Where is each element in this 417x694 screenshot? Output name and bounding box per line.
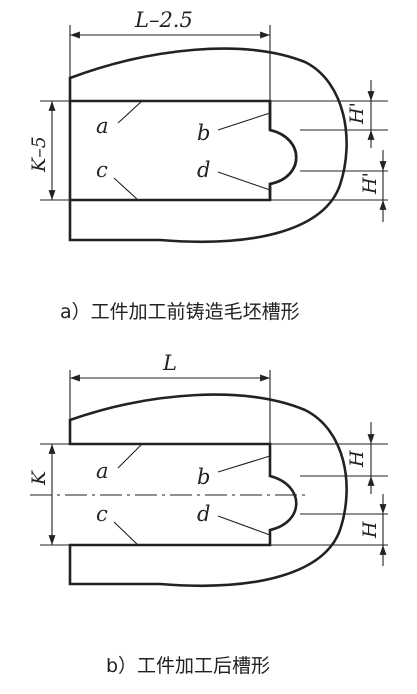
dim-h-lower-label-a: H'	[359, 172, 381, 195]
label-d-b: d	[197, 502, 210, 526]
dim-h-upper-label-a: H'	[346, 102, 368, 125]
label-a-b: a	[96, 459, 109, 483]
label-c-a: c	[96, 158, 108, 182]
caption-b: b）工件加工后槽形	[106, 655, 270, 677]
dim-top-label-b: L	[162, 351, 177, 375]
leader-d-a	[217, 171, 271, 191]
leader-c-b	[113, 521, 139, 546]
figure-a: L–2.5 K–5 H' H' a b c d a）工件加工前铸造毛坯槽形	[28, 8, 388, 323]
label-d-a: d	[197, 158, 210, 182]
leader-b-a	[217, 112, 271, 131]
dim-h-upper-label-b: H	[346, 450, 368, 468]
leader-a-a	[117, 100, 143, 124]
dim-h-lower-label-b: H	[359, 521, 381, 539]
casting-body-a	[68, 47, 348, 244]
label-a-a: a	[96, 114, 109, 138]
label-b-a: b	[197, 121, 210, 145]
label-b-b: b	[197, 465, 210, 489]
leader-b-b	[217, 455, 271, 473]
workpiece-body-b	[68, 393, 348, 588]
label-c-b: c	[96, 502, 108, 526]
leader-d-b	[217, 515, 271, 536]
figure-b: L K H H a b c d b）工件加工后槽形	[28, 351, 388, 677]
leader-a-b	[117, 443, 143, 469]
dim-left-label-a: K–5	[28, 136, 50, 173]
leader-c-a	[113, 177, 139, 201]
caption-a: a）工件加工前铸造毛坯槽形	[60, 301, 300, 323]
groove-recess-a	[268, 101, 298, 200]
dim-left-label-b: K	[28, 469, 50, 486]
dim-top-label-a: L–2.5	[134, 8, 193, 32]
